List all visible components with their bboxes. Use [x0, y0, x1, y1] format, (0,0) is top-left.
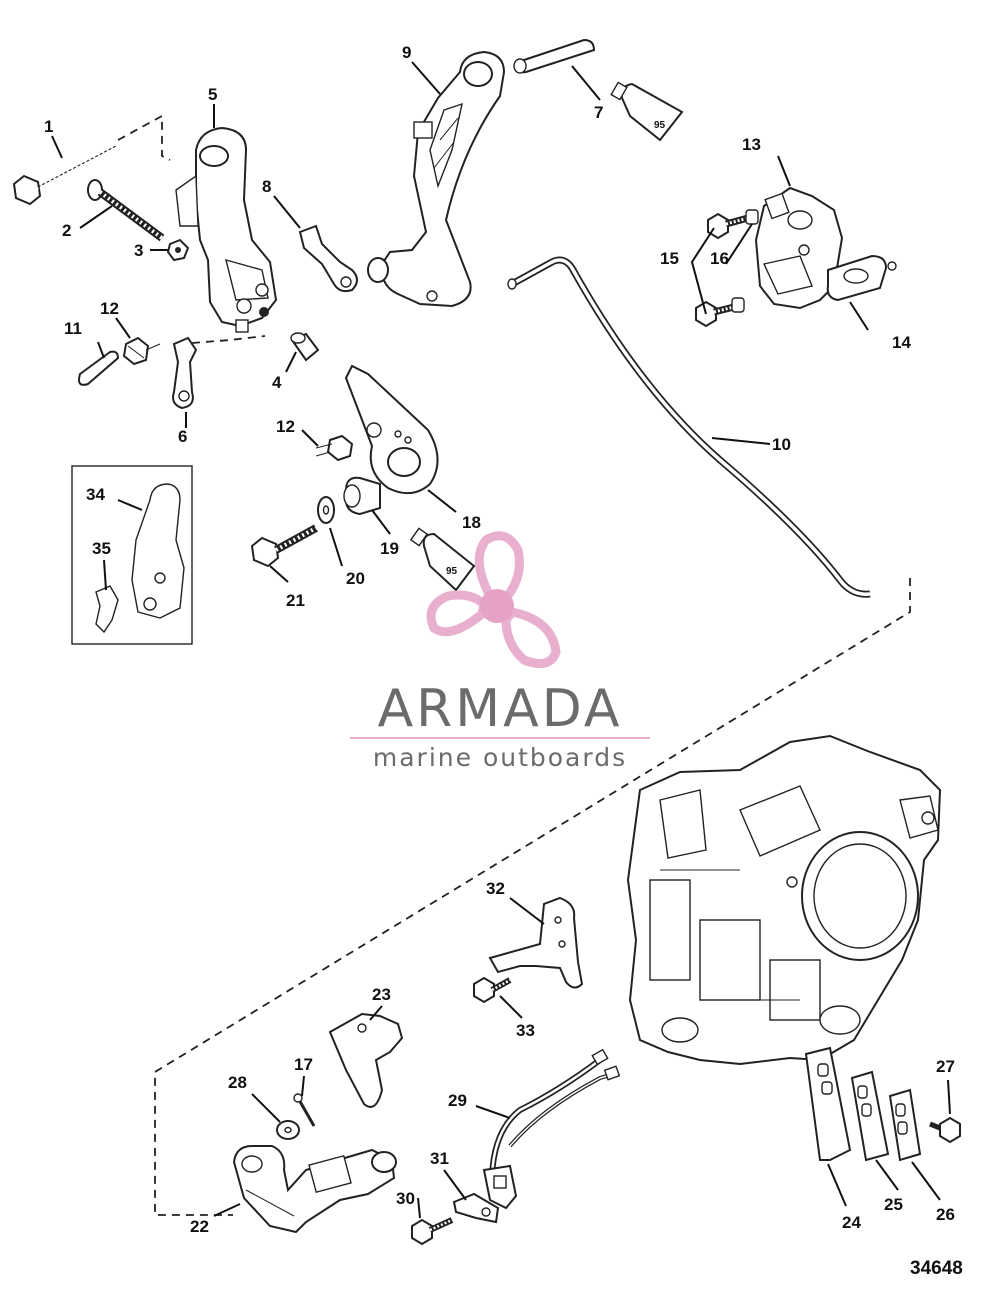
- callout-33: 33: [516, 1021, 535, 1040]
- callout-34: 34: [86, 485, 105, 504]
- part-25-plate: [804, 1046, 852, 1161]
- part-16-washers: [731, 209, 759, 313]
- callout-5: 5: [208, 85, 217, 104]
- callout-8: 8: [262, 177, 271, 196]
- part-17-washer: [276, 1120, 300, 1140]
- callout-6: 6: [178, 427, 187, 446]
- callout-12-upper: 12: [100, 299, 119, 318]
- part-20-tube: 95: [409, 527, 476, 592]
- part-12-clip-upper: [122, 336, 161, 366]
- part-21-washer: [317, 496, 335, 524]
- figure-number: 34648: [910, 1258, 963, 1279]
- callout-12-lower: 12: [276, 417, 295, 436]
- callout-24: 23: [372, 985, 391, 1004]
- callout-17: 28: [228, 1073, 247, 1092]
- part-1-bolt: [12, 143, 118, 206]
- part-22-bolt: [250, 524, 318, 568]
- callout-21: 20: [346, 569, 365, 588]
- part-7-rod: [513, 38, 596, 74]
- part-2-bolt: [87, 179, 165, 242]
- part-9-cam-arm: [367, 50, 506, 308]
- callout-35: 35: [92, 539, 111, 558]
- callout-10: 10: [772, 435, 791, 454]
- part-31-plate: [452, 1192, 500, 1224]
- callout-26: 25: [884, 1195, 903, 1214]
- callout-16: 16: [710, 249, 729, 268]
- callout-32: 32: [486, 879, 505, 898]
- callout-15: 15: [660, 249, 679, 268]
- part-11-pin: [78, 350, 120, 386]
- part-28-screw: [929, 1116, 961, 1144]
- callout-22: 21: [286, 591, 305, 610]
- callout-7: 7: [594, 103, 603, 122]
- part-27-plate: [888, 1088, 922, 1162]
- callout-9: 9: [402, 43, 411, 62]
- callout-2: 2: [62, 221, 71, 240]
- callout-14: 14: [892, 333, 911, 352]
- callout-30: 30: [396, 1189, 415, 1208]
- part-24-cam-follower: [328, 1012, 404, 1108]
- callout-4: 4: [272, 373, 282, 392]
- callout-29: 29: [448, 1091, 467, 1110]
- callout-19: 18: [462, 513, 481, 532]
- part-33-screw: [473, 976, 512, 1004]
- callout-25: 24: [842, 1213, 861, 1232]
- part-20-spacer: [343, 476, 381, 516]
- dashed-reference-lines: [117, 114, 911, 1216]
- part-4-bushing: [290, 332, 320, 362]
- part-30-screw: [411, 1217, 454, 1246]
- part-32-bracket: [488, 896, 584, 989]
- part-19-cam-lever: [344, 364, 439, 495]
- callout-1: 1: [44, 117, 53, 136]
- part-5-lever-bracket: [175, 126, 278, 333]
- callout-13: 13: [742, 135, 761, 154]
- callout-23: 22: [190, 1217, 209, 1236]
- part-6-link: [172, 336, 198, 410]
- tube-7-mark: 95: [654, 120, 666, 131]
- propeller-logo: [426, 531, 561, 669]
- part-10-linkage-rod: [507, 256, 871, 598]
- brand-name: ARMADA: [378, 679, 623, 739]
- part-14-gasket: [826, 254, 897, 302]
- part-29-harness: [482, 1048, 621, 1210]
- armada-watermark: ARMADA marine outboards: [350, 531, 650, 772]
- part-12-clip-lower: [315, 434, 354, 462]
- part-18-cotter-pin: [293, 1093, 316, 1127]
- callout-11: 11: [64, 319, 82, 338]
- callout-27: 26: [936, 1205, 955, 1224]
- part-23-lever-sensor: [232, 1145, 397, 1234]
- leader-lines: [51, 61, 951, 1219]
- callout-31: 31: [430, 1149, 449, 1168]
- callout-3: 3: [134, 241, 143, 260]
- inset-alternate-parts: [71, 465, 193, 645]
- main-housing: [626, 734, 942, 1066]
- part-15-screw-upper: [707, 212, 749, 240]
- tube-20-mark: 95: [446, 566, 458, 577]
- callout-18: 17: [294, 1055, 313, 1074]
- callout-20: 19: [380, 539, 399, 558]
- part-7-tube: 95: [610, 81, 684, 142]
- part-13-bracket: [754, 186, 844, 310]
- callout-numbers: 1 2 3 4 5 6 7 8 9 10 11 12 12 13 14 15 1…: [44, 43, 955, 1236]
- part-8-throttle-link: [298, 224, 358, 293]
- brand-tagline: marine outboards: [373, 743, 627, 772]
- part-26-plate: [850, 1070, 890, 1162]
- part-3-nut: [166, 238, 190, 262]
- callout-28: 27: [936, 1057, 955, 1076]
